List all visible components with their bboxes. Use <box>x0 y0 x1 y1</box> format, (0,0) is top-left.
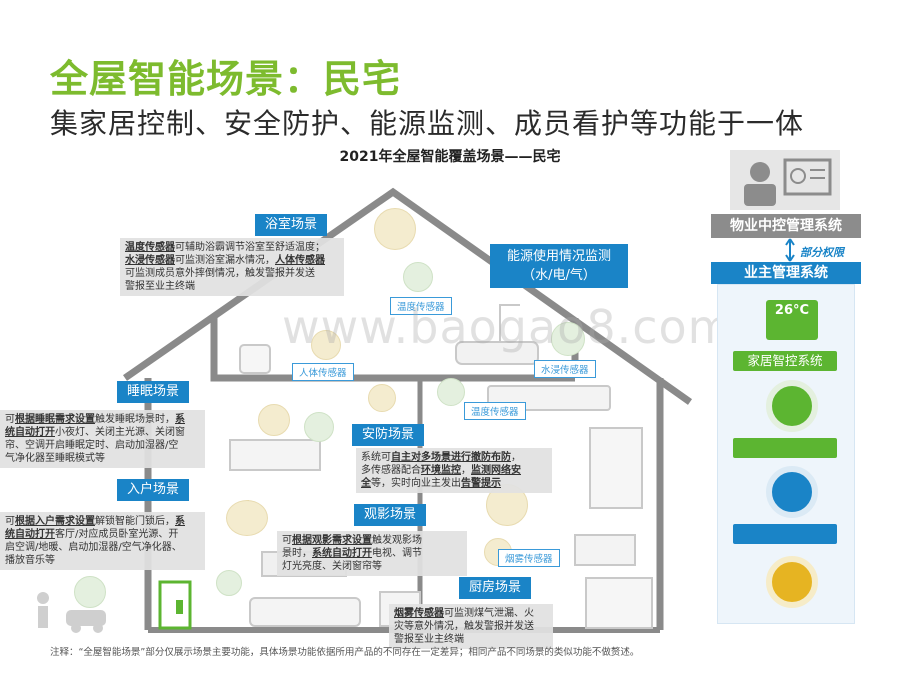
front-door <box>158 580 192 630</box>
home-control-system: 家居智控系统 <box>733 351 837 371</box>
scene-label-entry: 入户场景 <box>117 479 190 501</box>
kitchen-counter <box>585 577 653 629</box>
property-manager-icon <box>730 150 840 210</box>
sensor-label-smoke: 烟雾传感器 <box>498 549 560 567</box>
entry-description: 可根据入户需求设置解锁智能门锁后，系 统自动打开客厅/对应成员卧室光源、开 启空… <box>0 512 205 570</box>
lamp-icon <box>258 404 290 436</box>
panel-tile-blue-blank <box>733 524 837 544</box>
door-camera-icon <box>216 570 242 596</box>
signal-icon <box>766 466 818 518</box>
bath-sensor-icon <box>403 262 433 292</box>
roof-outline <box>123 187 693 405</box>
owner-management-system: 业主管理系统 <box>711 262 861 284</box>
security-device-icon <box>766 380 818 432</box>
bed <box>229 439 321 471</box>
ceiling-light-icon <box>368 384 396 412</box>
property-management-system: 物业中控管理系统 <box>711 214 861 238</box>
kitchen-description: 烟雾传感器可监测煤气泄漏、火 灾等意外情况，触发警报并发送 警报至业主终端 <box>389 604 553 649</box>
footnote: 注释：“全屋智能场景”部分仅展示场景主要功能，具体场景功能依据所用产品的不同存在… <box>50 647 640 658</box>
person-icon <box>37 592 49 628</box>
bathroom-description: 温度传感器可辅助浴霸调节浴室至舒适温度； 水浸传感器可监测浴室漏水情况，人体传感… <box>120 238 344 296</box>
chandelier-glow-icon <box>226 500 268 536</box>
security-description: 系统可自主对多场景进行撤防布防， 多传感器配合环境监控，监测网络安 全等，实时向… <box>356 448 552 493</box>
scene-label-kitchen: 厨房场景 <box>459 577 532 599</box>
sofa <box>249 597 361 627</box>
scene-label-bathroom: 浴室场景 <box>255 214 328 236</box>
bidirectional-arrow-icon <box>785 238 795 262</box>
bathtub <box>455 341 539 365</box>
figure-title: 2021年全屋智能覆盖场景——民宅 <box>339 149 561 165</box>
scene-label-movie: 观影场景 <box>354 504 427 526</box>
socket-icon <box>74 576 106 608</box>
scene-label-sleep: 睡眠场景 <box>117 381 190 403</box>
sensor-label-temperature-top: 温度传感器 <box>390 297 452 315</box>
energy-monitoring-label: 能源使用情况监测 （水/电/气） <box>490 244 628 288</box>
stove <box>574 534 636 566</box>
toilet <box>239 344 271 374</box>
sensor-label-water: 水浸传感器 <box>534 360 596 378</box>
sleep-description: 可根据睡眠需求设置触发睡眠场景时，系 统自动打开小夜灯、关闭主光源、关闭窗 帘、… <box>0 410 205 468</box>
energy-meter-icon <box>766 556 818 608</box>
movie-description: 可根据观影需求设置触发观影场 景时，系统自动打开电视、调节 灯光亮度、关闭窗帘等 <box>277 531 467 576</box>
page-subtitle: 集家居控制、安全防护、能源监测、成员看护等功能于一体 <box>50 107 805 140</box>
scene-label-security: 安防场景 <box>352 424 425 446</box>
thermostat-display: 26°C <box>774 303 810 318</box>
human-sensor-icon <box>311 330 341 360</box>
shower-pipe <box>499 304 520 342</box>
curtain <box>589 427 643 509</box>
temp-humidity-sensor-icon <box>437 378 465 406</box>
house-frame <box>123 187 693 633</box>
camera-icon <box>304 412 334 442</box>
panel-tile-green-blank <box>733 438 837 458</box>
sensor-label-human: 人体传感器 <box>292 363 354 381</box>
water-sensor-icon <box>551 322 585 356</box>
page-title: 全屋智能场景：民宅 <box>50 57 402 101</box>
car-icon <box>66 610 106 633</box>
temperature-sensor-icon <box>374 208 416 250</box>
watermark: www.baogao8.com <box>282 300 734 354</box>
house-illustration <box>37 187 693 633</box>
sensor-label-temperature-mid: 温度传感器 <box>464 402 526 420</box>
partial-permission-label: 部分权限 <box>800 246 844 259</box>
thermostat-icon: 26°C <box>766 300 818 340</box>
